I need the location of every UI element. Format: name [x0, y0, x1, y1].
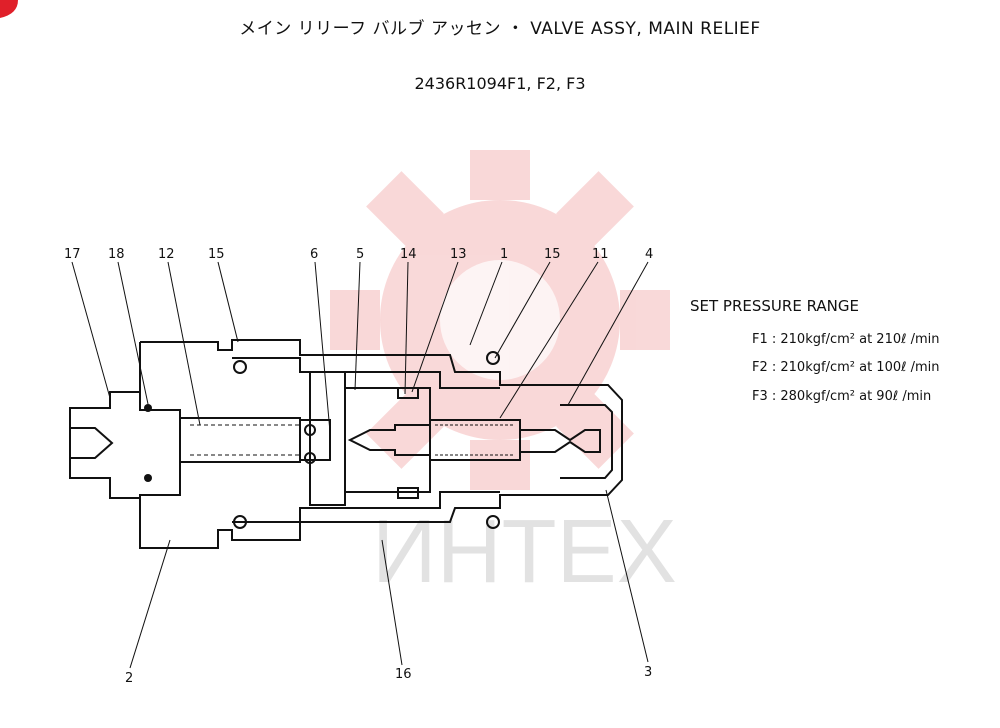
part-label-3: 3: [644, 665, 652, 680]
watermark-text: ИНТЕХ: [372, 502, 677, 602]
part-label-12: 12: [158, 247, 175, 262]
part-label-15: 15: [208, 247, 225, 262]
part-label-17: 17: [64, 247, 81, 262]
set-pressure-f3: F3 : 280kgf/cm² at 90ℓ /min: [752, 389, 932, 404]
part-label-14: 14: [400, 247, 417, 262]
set-pressure-title: SET PRESSURE RANGE: [690, 297, 859, 315]
set-pressure-f2: F2 : 210kgf/cm² at 100ℓ /min: [752, 360, 940, 375]
spring-outline: [190, 424, 515, 456]
part-label-2: 2: [125, 671, 133, 686]
part-label-5: 5: [356, 247, 364, 262]
valve-body-outline: [69, 339, 623, 549]
part-label-16: 16: [395, 667, 412, 682]
part-label-1: 1: [500, 247, 508, 262]
corner-mark-icon: [0, 0, 18, 18]
part-label-6: 6: [310, 247, 318, 262]
part-label-13: 13: [450, 247, 467, 262]
part-label-11: 11: [592, 247, 609, 262]
part-label-15b: 15: [544, 247, 561, 262]
part-label-4: 4: [645, 247, 653, 262]
o-ring-icon: [144, 351, 500, 529]
part-label-18: 18: [108, 247, 125, 262]
leader-lines: [71, 261, 649, 669]
part-number: 2436R1094F1, F2, F3: [414, 74, 586, 93]
set-pressure-f1: F1 : 210kgf/cm² at 210ℓ /min: [752, 332, 940, 347]
page-title: メイン リリーフ バルブ アッセン ・ VALVE ASSY, MAIN REL…: [239, 19, 761, 39]
